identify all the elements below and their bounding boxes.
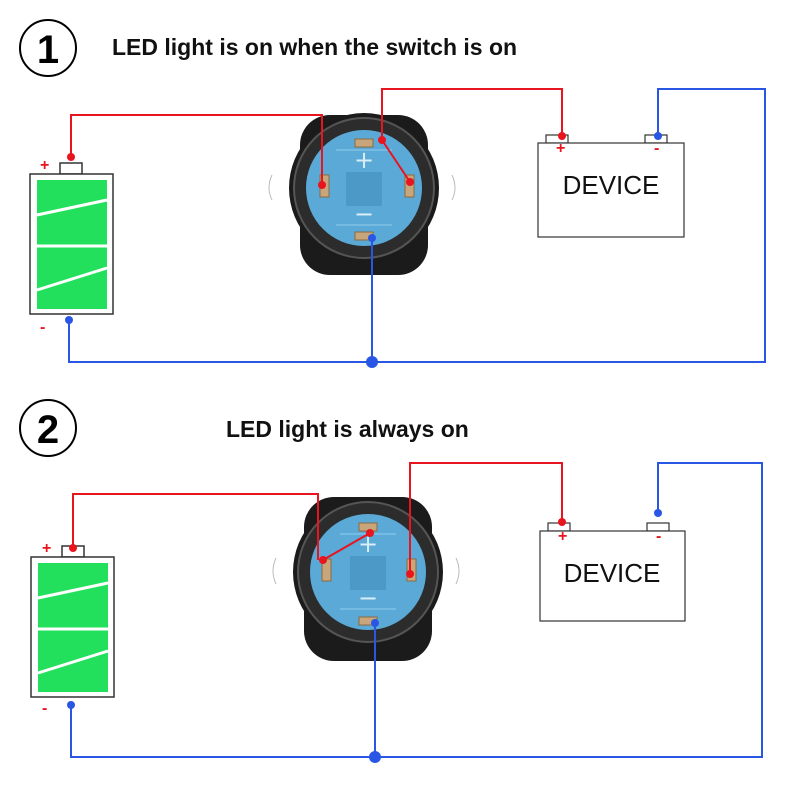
negative-terminals: [65, 132, 662, 368]
device-box: DEVICE + -: [539, 522, 686, 622]
switch-minus-label: −: [354, 200, 374, 228]
caption: LED light is on when the switch is on: [112, 34, 517, 60]
negative-wires: [68, 88, 766, 363]
device-label: DEVICE: [564, 558, 661, 588]
device-plus-label: +: [558, 528, 567, 545]
device-plus-label: +: [556, 140, 565, 157]
positive-terminals: [67, 132, 566, 189]
battery-plus-label: +: [40, 157, 49, 174]
positive-terminals: [69, 518, 566, 578]
negative-terminals: [67, 509, 662, 763]
push-button-switch: + −: [272, 497, 460, 661]
caption: LED light is always on: [226, 416, 469, 442]
battery-minus-label: -: [40, 319, 45, 336]
push-button-switch: + −: [268, 113, 456, 275]
device-box: DEVICE + -: [537, 134, 685, 238]
diagram-2: 2 LED light is always on + - DEVICE + -: [19, 399, 763, 763]
step-number-badge: 2: [19, 399, 77, 457]
switch-minus-label: −: [358, 584, 378, 612]
step-number-badge: 1: [19, 19, 77, 77]
step-number: 1: [37, 28, 59, 72]
negative-wires: [70, 462, 763, 758]
device-label: DEVICE: [563, 170, 660, 200]
device-minus-label: -: [656, 528, 661, 545]
battery: + -: [30, 540, 115, 717]
switch-plus-label: +: [354, 146, 374, 174]
battery-minus-label: -: [42, 700, 47, 717]
battery: + -: [29, 157, 114, 336]
positive-wires: [72, 462, 563, 574]
positive-wires: [70, 88, 563, 185]
step-number: 2: [37, 408, 59, 452]
battery-plus-label: +: [42, 540, 51, 557]
diagram-1: 1 LED light is on when the switch is on …: [19, 19, 766, 368]
device-minus-label: -: [654, 140, 659, 157]
